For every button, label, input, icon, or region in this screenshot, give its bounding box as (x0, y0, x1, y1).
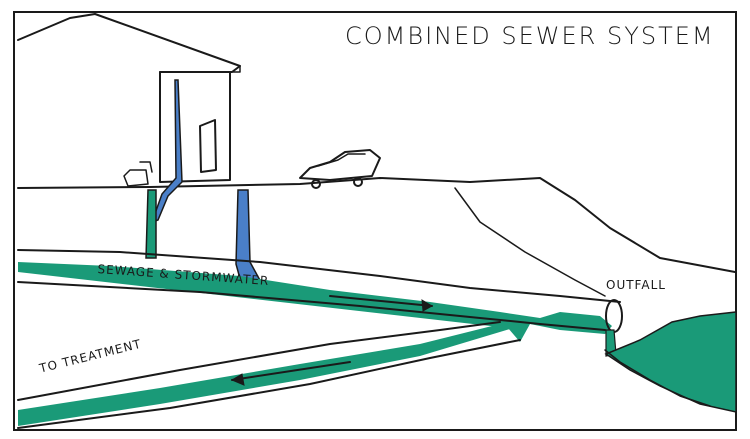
house-icon (17, 13, 241, 187)
arrow-icon (329, 295, 433, 312)
ground-line (17, 177, 736, 273)
diagram-title: COMBINED SEWER SYSTEM (345, 22, 715, 50)
creek-bank-line (604, 349, 711, 407)
hill-line (454, 187, 606, 297)
frame-border (13, 11, 737, 431)
treatment-pipe-top-edge (17, 321, 501, 401)
outfall-pipe-end (605, 299, 623, 333)
treatment-pipe-bottom-edge (17, 339, 521, 429)
downspout-pipe (150, 79, 183, 224)
sewage-lateral (145, 189, 157, 259)
receiving-water (604, 311, 737, 413)
pipe-bottom-edge (17, 281, 606, 331)
pipe-top-edge (17, 249, 621, 303)
label-outfall: OUTFALL (606, 278, 666, 292)
arrow-icon (230, 361, 351, 386)
car-icon (299, 149, 381, 189)
